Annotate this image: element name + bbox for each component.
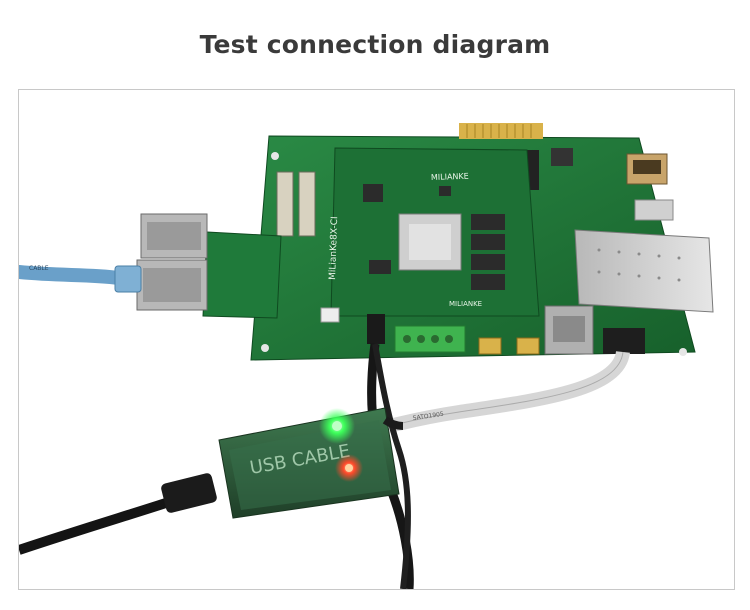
ribbon-label: SATO1905 — [412, 411, 444, 422]
mini-usb-port — [516, 337, 540, 355]
expansion-connector — [276, 171, 294, 237]
ddr-chip — [471, 214, 505, 230]
photo: MILIANKE MiLianKe8X-CI MILIANKE CABLE — [18, 89, 735, 590]
mini-usb-port — [478, 337, 502, 355]
ethernet-cable: CABLE — [19, 265, 142, 293]
usb-cable — [19, 473, 217, 555]
ddr-chip — [471, 274, 505, 290]
ethernet-cable-label: CABLE — [29, 265, 49, 272]
jtag-header — [603, 328, 645, 354]
ribbon-cable: SATO1905 — [387, 350, 630, 433]
usb-port — [634, 199, 674, 221]
ethernet-module — [136, 213, 282, 319]
led-green — [332, 421, 342, 431]
board-model-label: MiLianKe8X-CI — [328, 216, 340, 280]
ddr-chip — [471, 234, 505, 250]
board-brand-label-2: MILIANKE — [449, 300, 482, 308]
pcie-gold-fingers — [459, 123, 543, 139]
sfp-cage — [574, 229, 714, 313]
expansion-connector — [298, 171, 316, 237]
ddr-chip — [471, 254, 505, 270]
led-red — [345, 464, 353, 472]
usb-programmer: USB CABLE — [218, 407, 400, 519]
fpga-core-board: MILIANKE MiLianKe8X-CI MILIANKE — [328, 147, 540, 317]
page-title: Test connection diagram — [199, 30, 551, 59]
board-brand-label: MILIANKE — [431, 172, 469, 182]
